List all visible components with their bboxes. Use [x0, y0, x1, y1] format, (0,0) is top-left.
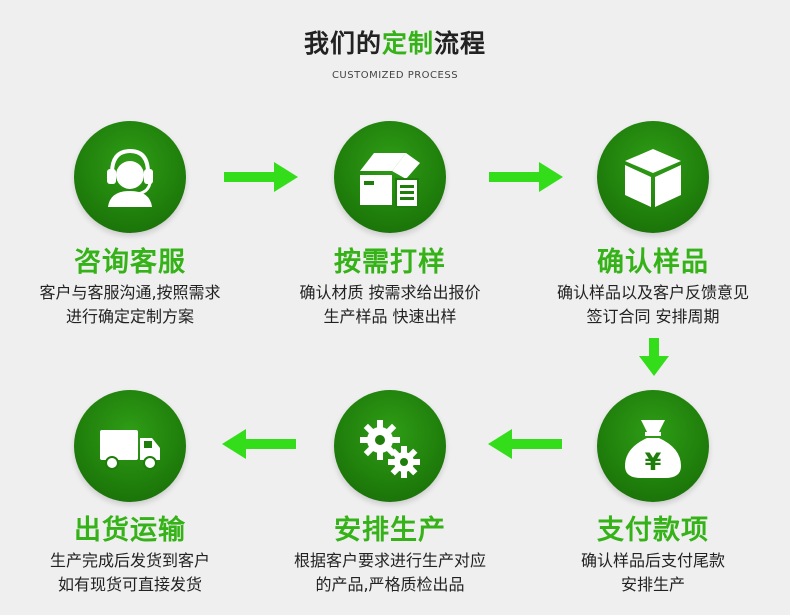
- arrow-left-1-icon: [488, 429, 562, 459]
- step-5-desc-line-2: 的产品,严格质检出品: [315, 575, 465, 594]
- step-6-description: 生产完成后发货到客户 如有现货可直接发货: [5, 549, 255, 597]
- step-1-desc-line-2: 进行确定定制方案: [65, 307, 194, 326]
- step-4-title: 支付款项: [597, 515, 709, 546]
- arrow-left-2-icon: [222, 429, 296, 459]
- step-5-description: 根据客户要求进行生产对应 的产品,严格质检出品: [265, 549, 515, 597]
- page-subtitle: CUSTOMIZED PROCESS: [331, 70, 459, 81]
- step-1-title: 咨询客服: [74, 247, 186, 278]
- arrow-right-1-icon: [224, 162, 298, 192]
- step-2-desc-line-1: 确认材质 按需求给出报价: [299, 283, 481, 302]
- step-4-description: 确认样品后支付尾款 安排生产: [528, 549, 778, 597]
- step-5-desc-line-1: 根据客户要求进行生产对应: [293, 551, 486, 570]
- step-2-circle: [334, 121, 446, 233]
- step-2-title: 按需打样: [334, 247, 446, 278]
- yen-symbol: ¥: [645, 448, 662, 476]
- arrow-down-icon: [639, 338, 669, 376]
- step-3-circle: [597, 121, 709, 233]
- step-6-desc-line-2: 如有现货可直接发货: [57, 575, 202, 594]
- open-box-icon: [360, 153, 420, 208]
- step-3-title: 确认样品: [597, 247, 709, 278]
- step-3-desc-line-2: 签订合同 安排周期: [586, 307, 720, 326]
- page-title: 我们的定制流程: [303, 29, 487, 58]
- step-1-description: 客户与客服沟通,按照需求 进行确定定制方案: [5, 281, 255, 329]
- step-4-circle: ¥: [597, 390, 709, 502]
- step-2-description: 确认材质 按需求给出报价 生产样品 快速出样: [265, 281, 515, 329]
- money-bag-yen-icon: ¥: [625, 420, 681, 478]
- step-2-desc-line-2: 生产样品 快速出样: [323, 307, 457, 326]
- step-1-desc-line-1: 客户与客服沟通,按照需求: [39, 283, 221, 302]
- customer-service-headset-icon: [107, 148, 153, 207]
- step-6-desc-line-1: 生产完成后发货到客户: [49, 551, 210, 570]
- step-3-description: 确认样品以及客户反馈意见 签订合同 安排周期: [528, 281, 778, 329]
- step-5-circle: [334, 390, 446, 502]
- cube-icon: [625, 149, 681, 207]
- delivery-truck-icon: [100, 430, 160, 470]
- step-1-circle: [74, 121, 186, 233]
- step-4-desc-line-2: 安排生产: [620, 575, 685, 594]
- step-6-title: 出货运输: [74, 515, 186, 546]
- step-3-desc-line-1: 确认样品以及客户反馈意见: [556, 283, 749, 302]
- arrow-right-2-icon: [489, 162, 563, 192]
- step-6-circle: [74, 390, 186, 502]
- step-5-title: 安排生产: [334, 515, 446, 546]
- step-4-desc-line-1: 确认样品后支付尾款: [580, 551, 725, 570]
- gears-icon: [360, 420, 420, 478]
